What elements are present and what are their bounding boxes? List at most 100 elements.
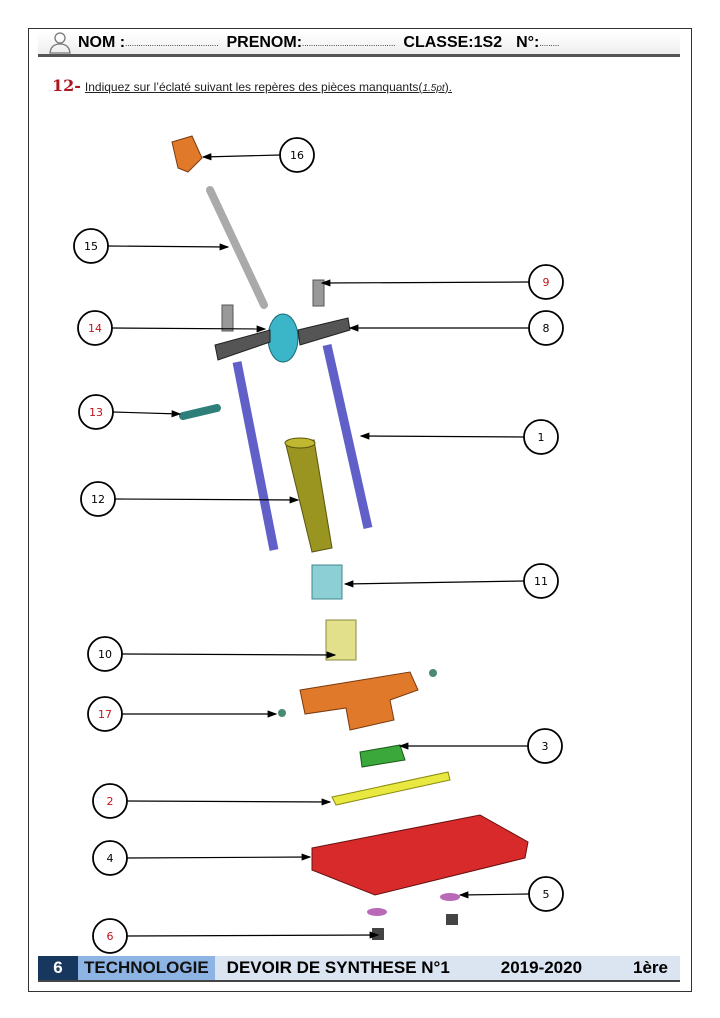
callout-10: 10 — [87, 636, 337, 672]
nom-label: NOM : — [78, 34, 126, 51]
subject: TECHNOLOGIE — [78, 956, 215, 980]
user-icon — [49, 32, 71, 54]
callout-arrow — [111, 325, 267, 333]
callout-circle — [279, 137, 315, 173]
part-8-bars — [214, 317, 351, 361]
part-14-wheel — [267, 313, 299, 363]
callout-2: 2 — [92, 783, 332, 819]
part-11-spring — [311, 564, 343, 600]
school-year: 2019-2020 — [500, 958, 583, 977]
callout-number: 11 — [534, 575, 548, 588]
callout-3: 3 — [398, 728, 563, 764]
callout-number: 10 — [98, 648, 112, 661]
callout-number: 4 — [107, 852, 114, 865]
callout-arrow — [201, 153, 281, 161]
student-header: NOM : ..................................… — [38, 32, 680, 57]
callout-14: 14 — [77, 310, 267, 346]
question-text: Indiquez sur l’éclaté suivant les repère… — [85, 80, 452, 94]
callout-15: 15 — [73, 228, 230, 264]
callout-12: 12 — [80, 481, 300, 517]
question-instruction: Indiquez sur l’éclaté suivant les repère… — [84, 80, 423, 94]
callout-number: 17 — [98, 708, 112, 721]
callout-9: 9 — [320, 264, 564, 300]
level: 1ère — [633, 958, 668, 977]
callout-arrow — [107, 243, 230, 251]
callout-arrow — [126, 798, 332, 806]
callout-5: 5 — [458, 876, 564, 912]
callout-16: 16 — [201, 137, 315, 173]
footer-bar: 6 TECHNOLOGIE DEVOIR DE SYNTHESE N°1 201… — [38, 956, 680, 982]
page-number: 6 — [38, 956, 78, 980]
callout-4: 4 — [92, 840, 312, 876]
part-10-bushing — [325, 619, 357, 661]
part-13-pin — [179, 404, 221, 420]
part-2-plate — [331, 771, 451, 806]
prenom-field[interactable]: ........................................… — [302, 38, 396, 48]
callout-11: 11 — [343, 563, 559, 599]
callout-number: 14 — [88, 322, 102, 335]
classe-label: CLASSE:1S2 — [403, 34, 503, 51]
callout-arrow — [114, 496, 300, 504]
part-17-support — [278, 669, 437, 731]
exam-info: DEVOIR DE SYNTHESE N°1 2019-2020 1ère — [214, 956, 680, 980]
question-close: ). — [444, 80, 453, 94]
callout-arrow — [112, 410, 182, 418]
numero-field[interactable]: ......... — [539, 38, 560, 48]
part-12-tube — [284, 437, 333, 553]
callout-arrow — [320, 279, 530, 287]
callout-arrow — [126, 853, 312, 861]
numero-label: N°: — [516, 34, 540, 51]
callout-circle — [87, 636, 123, 672]
callout-6: 6 — [92, 918, 380, 954]
callout-number: 12 — [91, 493, 105, 506]
part-15-rod — [206, 186, 268, 309]
callout-circle — [78, 394, 114, 430]
callout-circle — [92, 840, 128, 876]
callout-arrow — [121, 651, 337, 659]
part-5-6-washers — [367, 893, 460, 940]
callout-circle — [92, 783, 128, 819]
nom-field[interactable]: ........................................… — [125, 38, 219, 48]
page-frame — [28, 28, 692, 992]
callout-circle — [87, 696, 123, 732]
callout-circle — [528, 310, 564, 346]
exam-title: DEVOIR DE SYNTHESE N°1 — [226, 958, 450, 977]
callout-number: 2 — [107, 795, 114, 808]
callout-circle — [77, 310, 113, 346]
callout-circle — [528, 876, 564, 912]
callout-circle — [523, 419, 559, 455]
callout-circle — [523, 563, 559, 599]
question-points: 1.5pt — [422, 83, 445, 94]
callout-arrow — [359, 432, 525, 440]
callout-8: 8 — [348, 310, 564, 346]
callout-circle — [92, 918, 128, 954]
callout-arrow — [343, 580, 525, 588]
callout-arrow — [126, 931, 380, 939]
callout-circle — [527, 728, 563, 764]
callout-17: 17 — [87, 696, 278, 732]
callout-13: 13 — [78, 394, 182, 430]
prenom-label: PRENOM: — [226, 34, 303, 51]
callout-circle — [80, 481, 116, 517]
callout-number: 9 — [543, 276, 550, 289]
part-4-base — [311, 814, 529, 896]
part-1-columns — [232, 344, 373, 551]
callout-circle — [528, 264, 564, 300]
callout-number: 13 — [89, 406, 103, 419]
question-number: 12- — [52, 76, 81, 95]
callout-number: 8 — [543, 322, 550, 335]
callout-number: 16 — [290, 149, 304, 162]
callout-number: 1 — [538, 431, 545, 444]
callout-number: 3 — [542, 740, 549, 753]
question-12: 12- Indiquez sur l’éclaté suivant les re… — [52, 76, 452, 95]
callout-circle — [73, 228, 109, 264]
callout-arrow — [458, 891, 530, 899]
part-9-screws — [221, 279, 325, 332]
callout-number: 15 — [84, 240, 98, 253]
part-16-knob — [171, 135, 203, 173]
callout-number: 5 — [543, 888, 550, 901]
callout-1: 1 — [359, 419, 559, 455]
callout-number: 6 — [107, 930, 114, 943]
part-3-nut — [359, 744, 406, 768]
